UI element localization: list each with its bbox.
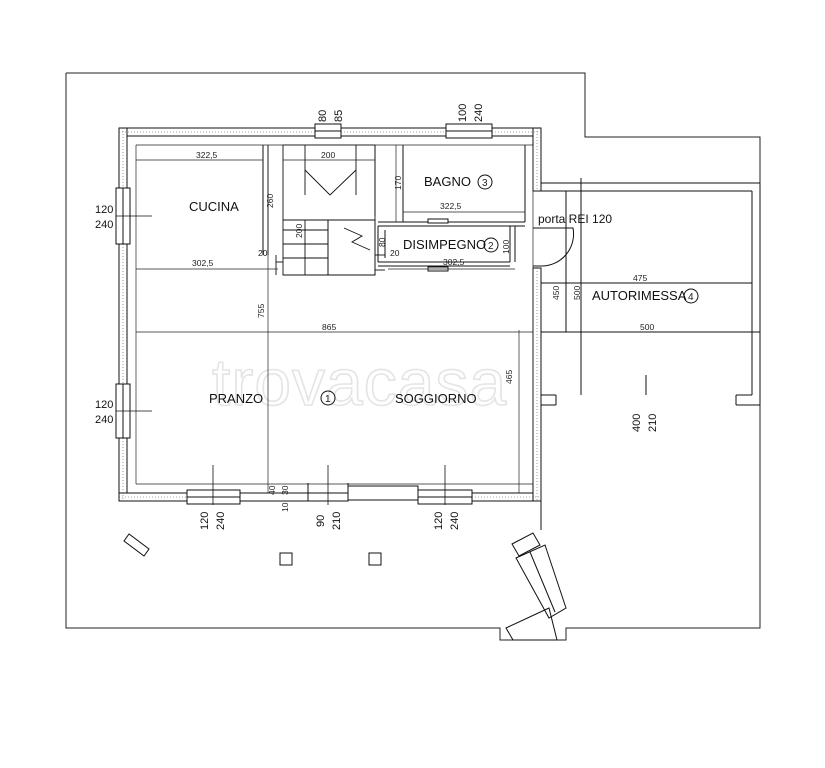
dim-disimp-h: 100 <box>501 240 511 254</box>
room-number-pranzo: 1 <box>325 394 331 405</box>
room-number-disimpegno: 2 <box>488 241 494 252</box>
room-number-circle-1 <box>320 390 336 406</box>
window-top-stair <box>314 123 342 139</box>
room-label-soggiorno: SOGGIORNO <box>395 391 477 406</box>
win-top-b: 85 <box>333 110 345 122</box>
room-number-bagno: 3 <box>482 178 488 189</box>
dim-stub-left: 20 <box>258 248 268 258</box>
rei-door <box>533 227 575 267</box>
dim-stair-v: 200 <box>294 224 304 238</box>
dim-bagno-w: 322,5 <box>440 201 462 211</box>
dim-main-w: 865 <box>322 322 336 332</box>
room-label-cucina: CUCINA <box>189 199 239 214</box>
win-bottom-a2: 240 <box>215 512 227 530</box>
dim-garage-v1: 450 <box>551 286 561 300</box>
win-garage-1: 400 <box>631 414 643 432</box>
dim-a: 40 <box>267 485 277 495</box>
dim-bagno-h: 170 <box>393 176 403 190</box>
room-label-bagno: BAGNO <box>424 174 471 189</box>
window-bottom-left <box>186 489 241 505</box>
room-label-autorimessa: AUTORIMESSA <box>592 288 687 303</box>
win-top-a: 80 <box>317 110 329 122</box>
dim-garage-v2: 500 <box>572 286 582 300</box>
room-number-circle-2 <box>483 237 499 253</box>
dim-stub-right: 20 <box>390 248 400 258</box>
win-left-lower-b: 240 <box>95 414 113 426</box>
win-left-lower-a: 120 <box>95 399 113 411</box>
room-label-pranzo: PRANZO <box>209 391 263 406</box>
room-number-circle-4 <box>683 288 699 304</box>
exterior-walls <box>118 127 542 502</box>
room-number-autorimessa: 4 <box>688 292 694 303</box>
dim-c: 10 <box>280 502 290 512</box>
window-ticks-bottom <box>212 465 446 505</box>
room-label-disimpegno: DISIMPEGNO <box>403 237 486 252</box>
win-bottom-c2: 240 <box>449 512 461 530</box>
dim-cucina-v: 260 <box>265 194 275 208</box>
win-bottom-c1: 120 <box>433 512 445 530</box>
win-top-c: 100 <box>457 104 469 122</box>
dim-garage-w2: 500 <box>640 322 654 332</box>
win-bottom-b1: 90 <box>315 515 327 527</box>
wall-hatch <box>119 128 541 501</box>
exterior-elements <box>123 501 567 641</box>
dim-main-v: 755 <box>256 304 266 318</box>
interior-walls <box>262 145 526 267</box>
dim-garage-w1: 475 <box>633 273 647 283</box>
win-garage-2: 210 <box>647 414 659 432</box>
win-bottom-b2: 210 <box>331 512 343 530</box>
room-number-circle-3 <box>477 174 493 190</box>
win-top-d: 240 <box>473 104 485 122</box>
door-note-rei: porta REI 120 <box>538 212 612 226</box>
dimension-lines <box>135 144 534 493</box>
dim-b: 30 <box>280 485 290 495</box>
dim-cucina-top: 322,5 <box>196 150 218 160</box>
win-bottom-a1: 120 <box>199 512 211 530</box>
win-left-upper-a: 120 <box>95 204 113 216</box>
dim-disimp-w: 302,5 <box>443 257 465 267</box>
watermark-text: trovacasa <box>212 345 507 419</box>
window-top-bagno <box>445 123 493 139</box>
window-bottom-right <box>347 485 473 505</box>
win-left-upper-b: 240 <box>95 219 113 231</box>
dim-cucina-bottom: 302,5 <box>192 258 214 268</box>
stair <box>275 144 385 276</box>
dim-stair-top: 200 <box>321 150 335 160</box>
garage-walls <box>541 178 761 406</box>
lot-boundary <box>65 72 761 641</box>
dim-sogg-v: 465 <box>504 370 514 384</box>
dim-disimp-v: 80 <box>377 237 387 247</box>
